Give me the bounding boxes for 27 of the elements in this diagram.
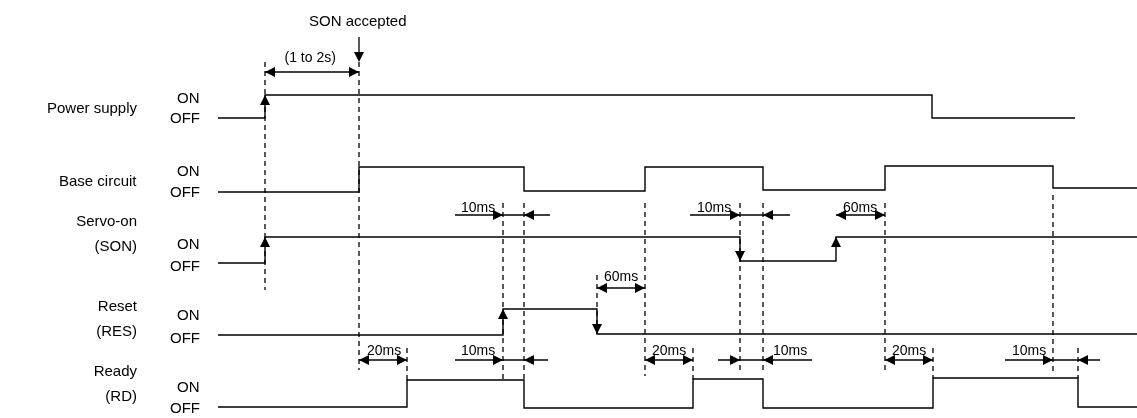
state-label: ON bbox=[177, 234, 200, 252]
duration-label: 10ms bbox=[461, 341, 496, 359]
state-label: ON bbox=[177, 377, 200, 395]
event-label: SON accepted bbox=[309, 11, 407, 29]
state-label: ON bbox=[177, 88, 200, 106]
state-label: ON bbox=[177, 305, 200, 323]
duration-label: 10ms bbox=[461, 198, 496, 216]
signal-name: Ready (RD) bbox=[92, 361, 137, 406]
state-label: OFF bbox=[170, 108, 200, 126]
state-label: OFF bbox=[170, 328, 200, 346]
signal-name: Base circuit bbox=[59, 171, 137, 189]
signal-name: Reset (RES) bbox=[95, 296, 137, 341]
state-label: OFF bbox=[170, 398, 200, 416]
signal-name: Servo-on (SON) bbox=[75, 211, 137, 256]
duration-label: (1 to 2s) bbox=[284, 48, 336, 66]
duration-label: 20ms bbox=[367, 341, 402, 359]
duration-label: 10ms bbox=[1012, 341, 1047, 359]
state-label: ON bbox=[177, 161, 200, 179]
duration-label: 20ms bbox=[652, 341, 687, 359]
signal-name: Power supply bbox=[47, 98, 138, 116]
state-label: OFF bbox=[170, 256, 200, 274]
state-label: OFF bbox=[170, 182, 200, 200]
duration-label: 60ms bbox=[843, 198, 878, 216]
duration-label: 20ms bbox=[892, 341, 927, 359]
duration-label: 10ms bbox=[697, 198, 732, 216]
duration-label: 60ms bbox=[604, 267, 639, 285]
duration-label: 10ms bbox=[773, 341, 808, 359]
